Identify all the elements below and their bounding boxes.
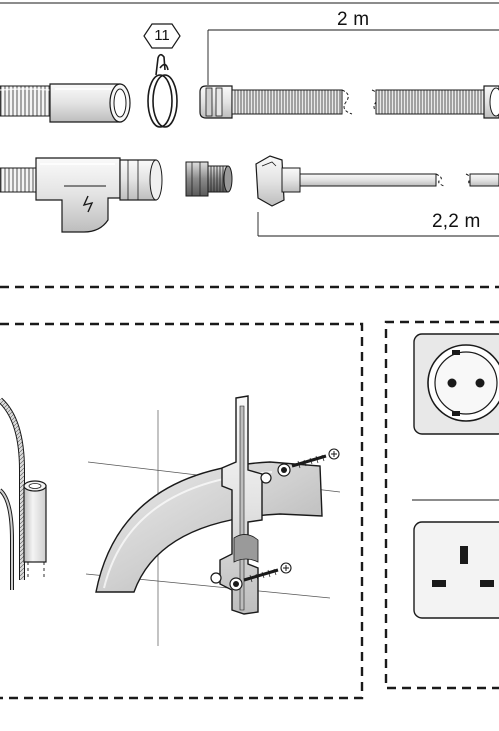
hose-length-dimension: [207, 29, 499, 85]
supply-hose: [255, 155, 499, 207]
schuko-socket-icon: [413, 333, 499, 435]
wall-bracket-icon: [85, 395, 341, 646]
part-number-badge: [143, 23, 181, 49]
wall-mount-panel: [0, 322, 364, 700]
hose-clamp-icon: [147, 53, 178, 128]
aquastop-valve-icon: [0, 157, 163, 233]
cable-length-label: 2,2 m: [432, 211, 481, 232]
hose-length-label: 2 m: [337, 9, 370, 30]
inlet-hose-end: [0, 83, 131, 123]
cable-length-dimension: [257, 212, 499, 237]
screw-icon: [277, 448, 340, 477]
uk-socket-icon: [413, 521, 499, 619]
part-number-label: 11: [154, 27, 170, 44]
braided-hose: [0, 397, 47, 590]
screw-icon: [229, 562, 292, 591]
drain-hose: [199, 85, 499, 119]
threaded-adapter-icon: [185, 161, 233, 197]
